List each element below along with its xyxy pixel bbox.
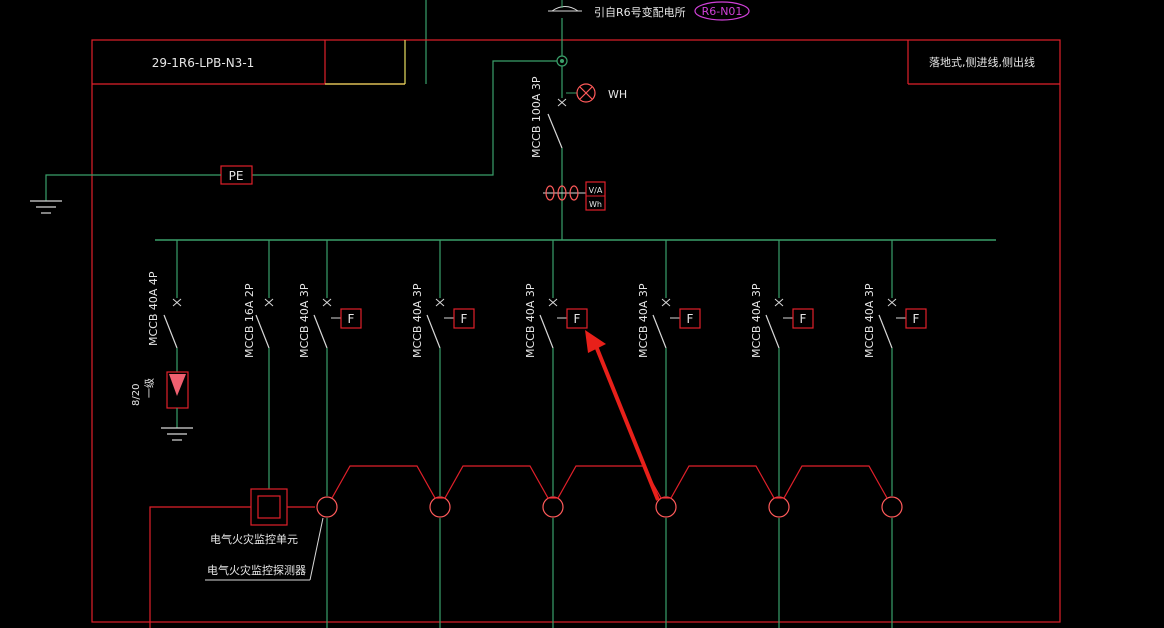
feeder-breaker-contact-icon	[313, 314, 328, 349]
annotation-arrow-head-icon	[585, 330, 606, 353]
lamp-cross2	[579, 86, 593, 100]
ct-icon	[557, 185, 567, 201]
feeder-breaker-label: MCCB 40A 3P	[298, 283, 311, 358]
detector-icon	[655, 496, 677, 518]
source-tag-text: R6-N01	[702, 5, 743, 18]
detector-leader-diag	[309, 517, 324, 581]
incoming-node-dot-icon	[560, 59, 564, 63]
annotation-arrow-shaft	[594, 345, 660, 501]
feeder-breaker-contact-icon	[765, 314, 780, 349]
feeder-breaker-x2	[774, 298, 784, 307]
source-arc-icon	[551, 6, 579, 12]
feeder-breaker-label: MCCB 40A 3P	[637, 283, 650, 358]
feeder-flag-box	[453, 308, 475, 329]
ct-icon	[545, 185, 555, 201]
detector-icon	[768, 496, 790, 518]
main-breaker-contact-icon	[547, 113, 563, 149]
outgoing-feeders: MCCB 40A 3P F MCCB 40A 3P F MCCB 40A 3P F MCCB…	[298, 240, 927, 628]
detector-icon	[316, 496, 338, 518]
feeder-flag-box	[566, 308, 588, 329]
detector-icon	[881, 496, 903, 518]
detector-daisy-chain	[331, 465, 888, 499]
install-note: 落地式,侧进线,侧出线	[929, 55, 1035, 69]
feeder-breaker-contact-icon	[539, 314, 554, 349]
pe-to-ground	[45, 174, 221, 201]
feeder-flag-text: F	[913, 312, 920, 326]
lamp-label: WH	[608, 88, 627, 101]
feeder-breaker-label: MCCB 40A 3P	[750, 283, 763, 358]
spd-breaker-x2	[172, 298, 182, 307]
feeder-breaker-x2	[435, 298, 445, 307]
feeder-breaker-x2	[661, 298, 671, 307]
pe-conductor	[252, 60, 557, 176]
feeder-breaker-x2	[548, 298, 558, 307]
indicator-lamp-icon	[576, 83, 596, 103]
feeder-breaker-contact-icon	[652, 314, 667, 349]
feeder-flag-box	[679, 308, 701, 329]
meter-bottom-label: Wh	[589, 200, 602, 209]
feeder-breaker-x2	[887, 298, 897, 307]
detector-icon	[542, 496, 564, 518]
spd-breaker-contact-icon	[163, 314, 178, 349]
feeder-breaker-contact-icon	[878, 314, 893, 349]
main-breaker-x2	[557, 98, 567, 107]
monitor-breaker-x2	[264, 298, 274, 307]
monitor-unit-inner	[257, 495, 281, 519]
source-tag-ellipse	[694, 1, 750, 21]
monitor-breaker-label: MCCB 16A 2P	[243, 283, 256, 358]
monitor-signal-line	[149, 506, 251, 628]
feeder-flag-text: F	[800, 312, 807, 326]
monitor-unit-outer	[250, 488, 288, 526]
feeder-breaker-label: MCCB 40A 3P	[863, 283, 876, 358]
feeder-flag-box	[340, 308, 362, 329]
source-text: 引自R6号变配电所	[594, 5, 686, 19]
feeder-flag-text: F	[574, 312, 581, 326]
feeder-breaker-contact-icon	[426, 314, 441, 349]
feeder-flag-text: F	[348, 312, 355, 326]
spd-class: 一级	[144, 378, 156, 398]
spd-breaker-label: MCCB 40A 4P	[147, 271, 160, 346]
feeder-breaker-x2	[322, 298, 332, 307]
feeder-breaker-label: MCCB 40A 3P	[411, 283, 424, 358]
detector-label: 电气火灾监控探测器	[207, 563, 306, 577]
panel-id: 29-1R6-LPB-N3-1	[152, 56, 255, 70]
meter-top-label: V/A	[589, 186, 603, 195]
monitor-unit-label: 电气火灾监控单元	[210, 532, 298, 546]
main-breaker-label: MCCB 100A 3P	[530, 76, 543, 158]
panel-frame	[91, 39, 1061, 623]
feeder-flag-box	[792, 308, 814, 329]
pe-label: PE	[229, 169, 244, 183]
ct-icon	[569, 185, 579, 201]
feeder-flag-text: F	[687, 312, 694, 326]
spd-rating: 8/20	[131, 384, 142, 406]
feeder-flag-box	[905, 308, 927, 329]
feeder-flag-text: F	[461, 312, 468, 326]
monitor-breaker-contact-icon	[255, 314, 270, 349]
feeder-breaker-label: MCCB 40A 3P	[524, 283, 537, 358]
detector-icon	[429, 496, 451, 518]
spd-arrow-icon	[169, 374, 186, 396]
